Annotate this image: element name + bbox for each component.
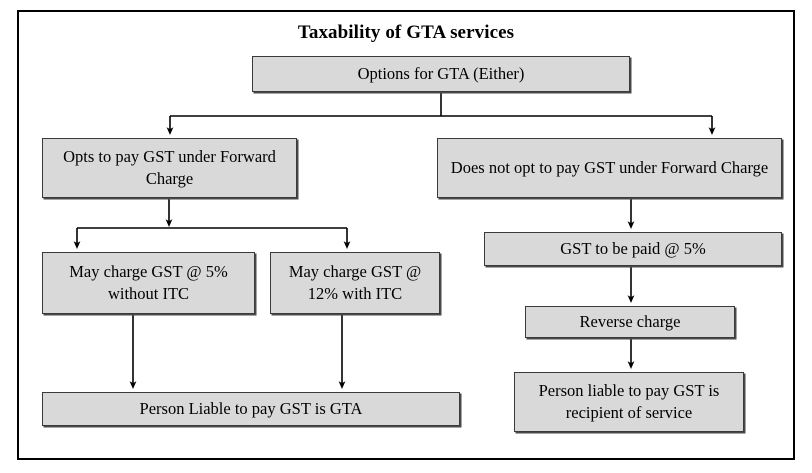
node-person-liable-recipient[interactable]: Person liable to pay GST is recipient of… xyxy=(514,372,744,432)
node-may-charge-12-with-itc[interactable]: May charge GST @ 12% with ITC xyxy=(270,252,440,314)
node-label: Reverse charge xyxy=(579,312,681,332)
node-person-liable-gta[interactable]: Person Liable to pay GST is GTA xyxy=(42,392,460,426)
node-label: Person Liable to pay GST is GTA xyxy=(139,399,363,419)
node-label: Does not opt to pay GST under Forward Ch… xyxy=(450,158,769,178)
node-label: May charge GST @ 12% with ITC xyxy=(288,262,422,303)
node-may-charge-5-without-itc[interactable]: May charge GST @ 5% without ITC xyxy=(42,252,255,314)
node-gst-to-be-paid-5[interactable]: GST to be paid @ 5% xyxy=(484,232,782,266)
node-label: Person liable to pay GST is recipient of… xyxy=(538,381,720,422)
node-does-not-opt-to-pay-gst[interactable]: Does not opt to pay GST under Forward Ch… xyxy=(437,138,782,198)
node-reverse-charge[interactable]: Reverse charge xyxy=(525,306,735,338)
node-options-for-gta[interactable]: Options for GTA (Either) xyxy=(252,56,630,92)
node-label: May charge GST @ 5% without ITC xyxy=(69,262,228,303)
node-label: Opts to pay GST under Forward Charge xyxy=(63,147,276,188)
node-opts-to-pay-gst[interactable]: Opts to pay GST under Forward Charge xyxy=(42,138,297,198)
node-label: GST to be paid @ 5% xyxy=(560,239,706,259)
node-label: Options for GTA (Either) xyxy=(357,64,525,84)
page-title: Taxability of GTA services xyxy=(297,22,515,43)
